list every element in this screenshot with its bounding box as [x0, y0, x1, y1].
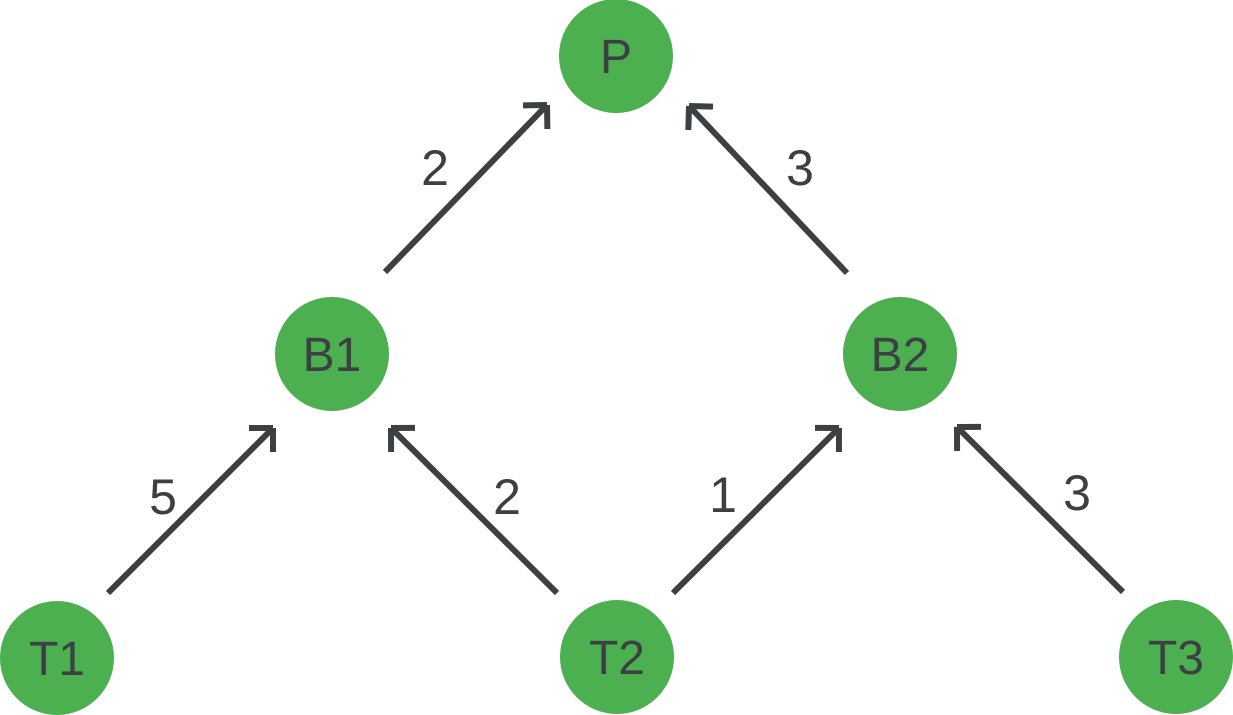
node-label-B2: B2	[871, 329, 930, 382]
node-T1: T1	[0, 601, 114, 715]
edge-line	[388, 425, 560, 596]
node-circle-P	[559, 0, 673, 113]
arrowhead-icon	[685, 105, 692, 131]
edge-line	[686, 103, 850, 276]
edge-weight-label-B1-P: 2	[421, 140, 449, 196]
node-circle-B2	[843, 297, 957, 411]
edge-T2-to-B2: 1	[670, 424, 842, 596]
edge-T3-to-B2: 3	[954, 423, 1126, 595]
edge-line	[670, 425, 842, 596]
node-T2: T2	[560, 600, 674, 714]
node-circle-B1	[275, 297, 389, 411]
edge-weight-label-B2-P: 3	[786, 140, 814, 196]
node-circle-T2	[560, 600, 674, 714]
node-B1: B1	[275, 297, 389, 411]
edge-line	[382, 102, 550, 275]
edge-line	[105, 425, 276, 596]
arrowhead-icon	[688, 103, 714, 110]
edge-B1-to-P: 2	[382, 102, 551, 275]
node-label-T2: T2	[589, 632, 645, 685]
edge-B2-to-P: 3	[685, 103, 850, 276]
edge-T2-to-B1: 2	[388, 424, 560, 596]
node-T3: T3	[1119, 600, 1233, 714]
edge-weight-label-T1-B1: 5	[149, 469, 177, 525]
edge-weight-label-T2-B1: 2	[493, 469, 521, 525]
edge-line	[954, 424, 1126, 595]
node-label-T3: T3	[1148, 632, 1204, 685]
edge-weight-label-T2-B2: 1	[709, 467, 737, 523]
node-circle-T1	[0, 601, 114, 715]
node-P: P	[559, 0, 673, 113]
node-B2: B2	[843, 297, 957, 411]
node-label-B1: B1	[303, 329, 362, 382]
edge-weight-label-T3-B2: 3	[1063, 465, 1091, 521]
node-label-P: P	[600, 31, 632, 84]
node-label-T1: T1	[29, 633, 85, 686]
node-circle-T3	[1119, 600, 1233, 714]
edges-layer: 2 3 5 2 1 3	[105, 102, 1126, 596]
edge-T1-to-B1: 5	[105, 425, 276, 596]
